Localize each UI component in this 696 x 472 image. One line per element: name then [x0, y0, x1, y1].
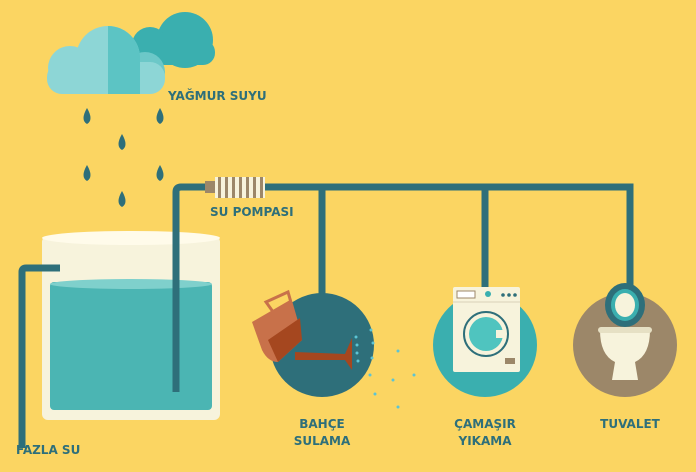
garden-label: BAHÇE SULAMA: [272, 416, 372, 450]
cloud-icon: [47, 12, 215, 94]
toilet-icon: [573, 283, 677, 397]
drop-icon: [156, 108, 164, 124]
pump-icon: [205, 177, 265, 198]
garden-watering-icon: [252, 289, 416, 409]
drop-icon: [118, 191, 126, 207]
drop-icon: [156, 165, 164, 181]
garden-label-line1: BAHÇE: [299, 417, 345, 431]
drop-icon: [83, 108, 91, 124]
water-tank: [42, 231, 220, 420]
washing-machine-icon: [433, 287, 537, 397]
laundry-label-line1: ÇAMAŞIR: [454, 417, 516, 431]
pipes: [18, 183, 634, 448]
rain-water-label: YAĞMUR SUYU: [168, 89, 267, 103]
laundry-label: ÇAMAŞIR YIKAMA: [435, 416, 535, 450]
overflow-label: FAZLA SU: [16, 443, 81, 457]
garden-label-line2: SULAMA: [293, 434, 351, 448]
pump-label: SU POMPASI: [210, 205, 294, 219]
drop-icon: [118, 134, 126, 150]
rain-drops: [83, 108, 164, 207]
laundry-label-line2: YIKAMA: [458, 434, 512, 448]
drop-icon: [83, 165, 91, 181]
toilet-label: TUVALET: [600, 417, 660, 431]
